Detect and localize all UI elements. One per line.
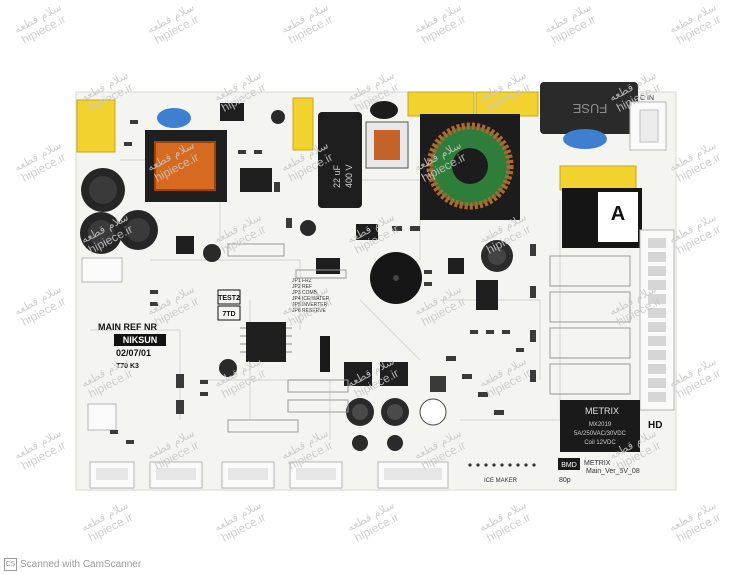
c-in-label: C IN xyxy=(640,95,654,102)
date-code-label: 02/07/01 xyxy=(116,348,151,358)
bmd-label: BMD xyxy=(561,462,577,469)
black-bead xyxy=(370,101,398,119)
microcontroller xyxy=(246,322,286,362)
cs-icon: CS xyxy=(4,558,17,571)
ice-maker-label: ICE MAKER xyxy=(484,478,518,484)
relay-a-label: A xyxy=(611,203,625,225)
relay-footprints xyxy=(549,255,631,395)
model-code-label: T70 K3 xyxy=(116,363,139,370)
jumper-list: JP1 FRZ JP2 REF JP3 COMB JP4 ICE/WATER J… xyxy=(292,278,330,314)
svg-text:JP1 FRZ: JP1 FRZ xyxy=(292,278,312,284)
relay-spec-2: Coil 12VDC xyxy=(584,440,616,446)
cap-text-2: 400 V xyxy=(344,164,354,188)
relay-brand-small: METRIX xyxy=(584,460,611,467)
relay-model: MX2019 xyxy=(589,422,612,428)
tail-label: 80p xyxy=(559,477,571,484)
relay-metrix xyxy=(560,400,640,452)
y-capacitor-left xyxy=(157,108,191,128)
test-label: TEST2 xyxy=(218,295,240,302)
y-capacitor-right xyxy=(563,129,607,149)
fuse-block xyxy=(540,82,638,134)
electrolytic-cap-main xyxy=(318,112,362,208)
connector-left-low xyxy=(87,403,117,431)
main-ver-label: Main_Ver_5V_08 xyxy=(586,468,640,475)
electrolytic-caps-left xyxy=(80,168,158,254)
electrolytic-caps-bottom xyxy=(203,110,447,451)
x-capacitor-left xyxy=(76,99,116,153)
scanner-text: Scanned with CamScanner xyxy=(20,559,142,570)
resistor-arrays xyxy=(227,243,349,433)
cap-text-1: 22 uF xyxy=(332,164,342,188)
header-pins xyxy=(648,238,666,402)
connector-left-mid xyxy=(81,257,123,283)
svg-text:JP6 RESERVE: JP6 RESERVE xyxy=(292,308,326,314)
x-capacitor-mid xyxy=(292,97,314,151)
x-capacitor-top1 xyxy=(407,91,475,117)
svg-text:JP3 COMB: JP3 COMB xyxy=(292,290,318,296)
main-ref-label: MAIN REF NR xyxy=(98,322,157,332)
hd-label: HD xyxy=(648,420,662,431)
relay-spec-1: 5A/250VAC/30VDC xyxy=(574,431,627,437)
relay-brand: METRIX xyxy=(585,406,619,416)
ice-maker-pins xyxy=(468,463,536,467)
svg-text:JP5 INVERTER: JP5 INVERTER xyxy=(292,302,328,308)
programming-header xyxy=(320,336,330,372)
ttd-label: 7TD xyxy=(222,311,235,318)
fuse-label: FUSE xyxy=(572,101,607,116)
scanner-badge: CS Scanned with CamScanner xyxy=(4,558,141,571)
svg-text:JP4 ICE/WATER: JP4 ICE/WATER xyxy=(292,296,330,302)
x-capacitor-right xyxy=(559,165,637,191)
brand-label: NIKSUN xyxy=(123,335,158,345)
smd-components xyxy=(110,120,536,444)
svg-text:JP2 REF: JP2 REF xyxy=(292,284,312,290)
ics xyxy=(176,103,498,386)
